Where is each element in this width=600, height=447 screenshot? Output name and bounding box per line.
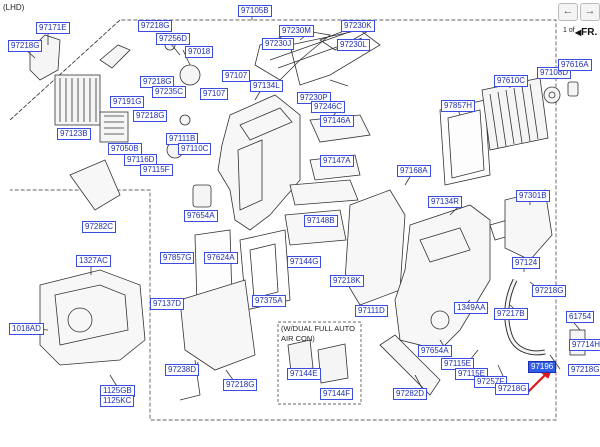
part-label-97218g[interactable]: 97218G [138,20,173,32]
part-label-97107[interactable]: 97107 [222,70,251,82]
part-label-97110c[interactable]: 97110C [178,143,212,155]
part-label-97115f[interactable]: 97115F [140,164,173,176]
part-label-97144f[interactable]: 97144F [320,388,354,400]
part-label-97217b[interactable]: 97217B [494,308,528,320]
variant-label: (LHD) [3,3,25,12]
part-label-97256d[interactable]: 97256D [156,33,191,45]
part-label-97616a[interactable]: 97616A [558,59,592,71]
part-label-1125kc[interactable]: 1125KC [100,395,135,407]
part-label-97123b[interactable]: 97123B [57,128,91,140]
next-page-button[interactable]: → [580,3,600,21]
part-label-97654a[interactable]: 97654A [418,345,452,357]
part-label-1327ac[interactable]: 1327AC [76,255,111,267]
evaporator-part [481,77,549,151]
part-label-97218k[interactable]: 97218K [330,275,364,287]
heater-core-part [54,44,131,126]
arrow-front-icon: ◀ [575,28,582,37]
prev-page-button[interactable]: ← [558,3,578,21]
part-label-97654a[interactable]: 97654A [184,210,218,222]
arrow-right-icon: → [584,5,596,17]
part-label-97171e[interactable]: 97171E [36,22,70,34]
part-label-97168a[interactable]: 97168A [397,165,431,177]
part-label-97230k[interactable]: 97230K [341,20,375,32]
part-label-97235c[interactable]: 97235C [152,86,187,98]
case-center-part [344,189,406,306]
part-label-97147a[interactable]: 97147A [320,155,354,167]
part-label-61754[interactable]: 61754 [566,311,595,323]
part-label-97148b[interactable]: 97148B [304,215,338,227]
part-label-97230l[interactable]: 97230L [337,39,370,51]
page-of: of [568,27,575,34]
part-label-97246c[interactable]: 97246C [311,101,346,113]
part-label-97218g[interactable]: 97218G [223,379,258,391]
case-right-part [394,204,491,351]
part-label-97018[interactable]: 97018 [185,46,214,58]
part-label-97191g[interactable]: 97191G [110,96,145,108]
part-label-97238d[interactable]: 97238D [165,364,200,376]
case-left-part [217,94,301,231]
part-label-97144g[interactable]: 97144G [287,256,322,268]
part-label-1018ad[interactable]: 1018AD [9,323,44,335]
part-label-97218g[interactable]: 97218G [133,110,168,122]
part-label-97134r[interactable]: 97134R [428,196,463,208]
part-label-97714h[interactable]: 97714H [569,339,600,351]
sensor-part [99,111,129,143]
option-box-frame [277,321,362,405]
part-label-97124[interactable]: 97124 [512,257,541,269]
part-label-97196-highlighted[interactable]: 97196 [528,361,557,373]
part-label-97375a[interactable]: 97375A [252,295,286,307]
part-label-97105b[interactable]: 97105B [238,5,272,17]
part-label-97218g[interactable]: 97218G [532,285,567,297]
part-label-97624a[interactable]: 97624A [204,252,238,264]
pagination: 1 of [563,27,575,34]
part-label-1349aa[interactable]: 1349AA [454,302,489,314]
part-label-97301b[interactable]: 97301B [516,190,550,202]
part-label-97107[interactable]: 97107 [200,88,229,100]
part-label-97282c[interactable]: 97282C [82,221,117,233]
part-label-97111d[interactable]: 97111D [355,305,388,317]
direction-text: FR. [581,27,598,38]
front-direction-label: ◀FR. [575,27,597,38]
page-current: 1 [563,27,567,34]
part-label-97218g[interactable]: 97218G [495,383,530,395]
actuator-part [179,64,201,86]
assembly-frame [9,19,557,421]
part-label-97144e[interactable]: 97144E [287,368,321,380]
part-label-97230j[interactable]: 97230J [262,38,295,50]
part-label-97146a[interactable]: 97146A [320,115,354,127]
part-label-97857g[interactable]: 97857G [160,252,195,264]
part-label-97230m[interactable]: 97230M [279,25,314,37]
part-label-97857h[interactable]: 97857H [441,100,476,112]
blower-unit-part [39,269,146,366]
part-label-97134l[interactable]: 97134L [250,80,283,92]
case-lower-part [179,279,256,371]
part-label-97218g[interactable]: 97218G [8,40,43,52]
arrow-left-icon: ← [562,5,574,17]
option-box-caption: (W/DUAL FULL AUTO AIR CON) [281,324,355,343]
part-label-97282d[interactable]: 97282D [393,388,428,400]
part-label-97218g[interactable]: 97218G [568,364,600,376]
part-label-97610c[interactable]: 97610C [494,75,529,87]
part-label-97137d[interactable]: 97137D [150,298,185,310]
